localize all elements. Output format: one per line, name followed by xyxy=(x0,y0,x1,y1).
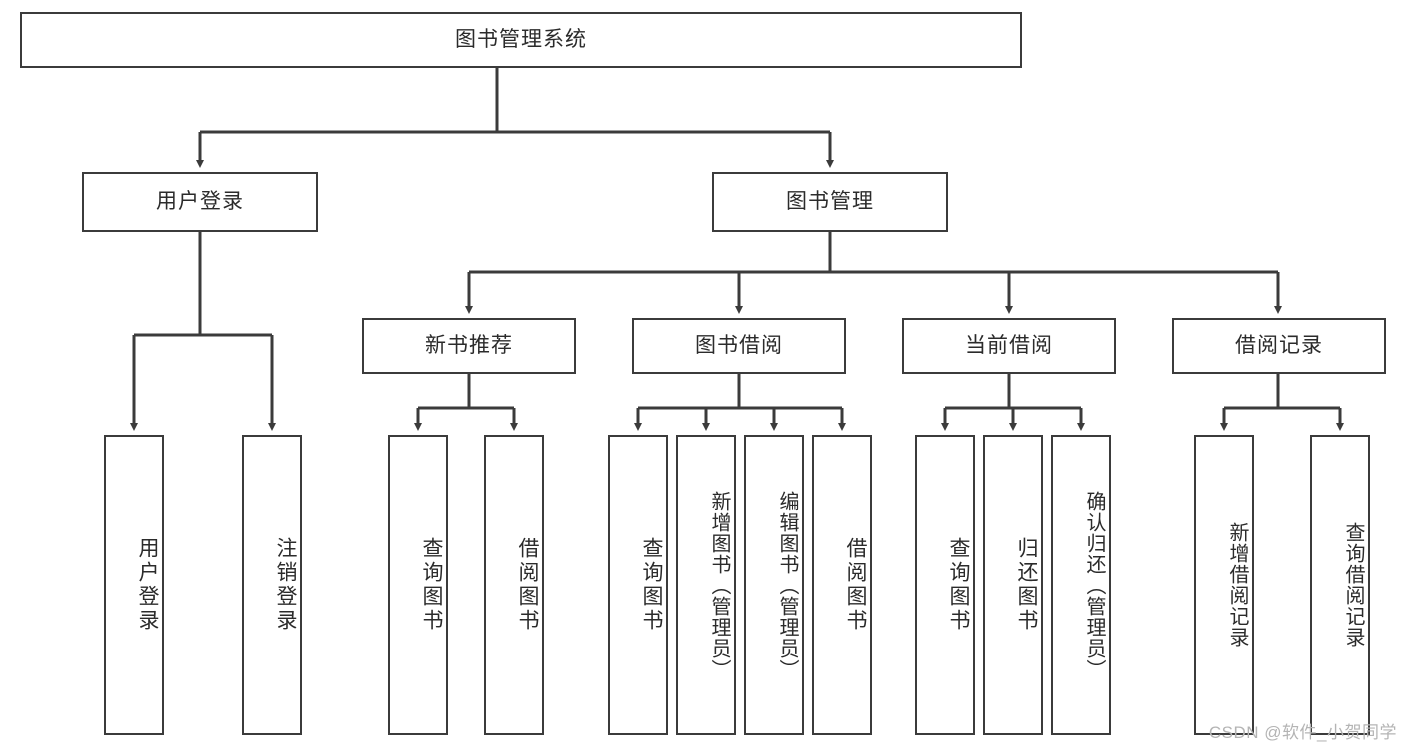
leaf-borrow-books-recommend[interactable]: 借阅图书 xyxy=(484,435,544,735)
node-new-book-recommend[interactable]: 新书推荐 xyxy=(362,318,576,374)
leaf-add-borrow-record[interactable]: 新增借阅记录 xyxy=(1194,435,1254,735)
leaf-query-borrow-record[interactable]: 查询借阅记录 xyxy=(1310,435,1370,735)
node-borrow-records[interactable]: 借阅记录 xyxy=(1172,318,1386,374)
leaf-query-books-recommend[interactable]: 查询图书 xyxy=(388,435,448,735)
leaf-logout[interactable]: 注销登录 xyxy=(242,435,302,735)
leaf-add-book-admin[interactable]: 新增图书（管理员） xyxy=(676,435,736,735)
leaf-confirm-return-admin[interactable]: 确认归还（管理员） xyxy=(1051,435,1111,735)
node-user-login[interactable]: 用户登录 xyxy=(82,172,318,232)
leaf-user-login[interactable]: 用户登录 xyxy=(104,435,164,735)
leaf-borrow-books[interactable]: 借阅图书 xyxy=(812,435,872,735)
node-book-management[interactable]: 图书管理 xyxy=(712,172,948,232)
node-current-borrow[interactable]: 当前借阅 xyxy=(902,318,1116,374)
csdn-watermark: CSDN @软件_小贺同学 xyxy=(1208,723,1397,742)
node-book-borrow[interactable]: 图书借阅 xyxy=(632,318,846,374)
leaf-query-books-borrow[interactable]: 查询图书 xyxy=(608,435,668,735)
leaf-edit-book-admin[interactable]: 编辑图书（管理员） xyxy=(744,435,804,735)
node-root[interactable]: 图书管理系统 xyxy=(20,12,1022,68)
leaf-query-books-current[interactable]: 查询图书 xyxy=(915,435,975,735)
leaf-return-books[interactable]: 归还图书 xyxy=(983,435,1043,735)
